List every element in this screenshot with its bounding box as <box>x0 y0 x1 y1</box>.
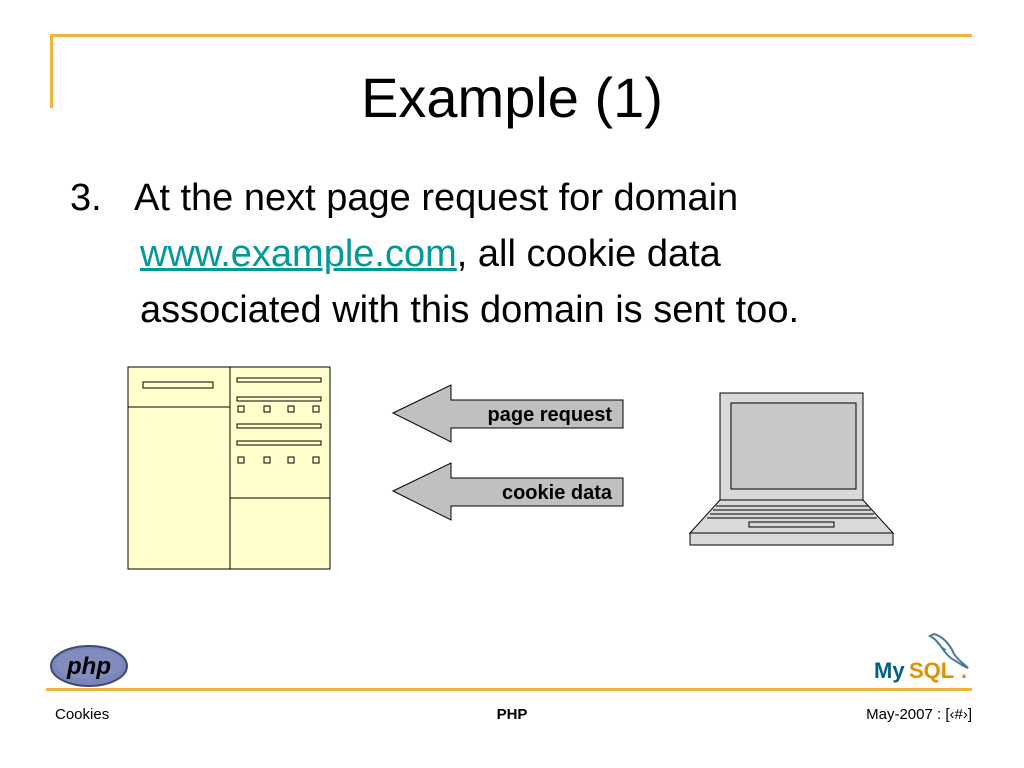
slide-title: Example (1) <box>361 66 663 129</box>
webpage-illustration <box>127 366 331 570</box>
page-request-label: page request <box>488 404 613 426</box>
title-accent-line <box>52 34 972 37</box>
footer-divider <box>46 688 972 691</box>
bullet-line-2: www.example.com, all cookie data <box>70 226 970 282</box>
svg-text:SQL: SQL <box>909 658 954 683</box>
bullet-point: 3. At the next page request for domain w… <box>70 170 970 338</box>
bullet-line-3: associated with this domain is sent too. <box>140 289 800 331</box>
svg-text:.: . <box>961 658 967 683</box>
footer-center-text: PHP <box>496 706 528 723</box>
php-logo: php <box>49 644 129 693</box>
bullet-line-1: At the next page request for domain <box>134 177 739 219</box>
cookie-data-arrow: cookie data <box>391 462 624 521</box>
svg-text:My: My <box>874 658 905 683</box>
svg-text:php: php <box>66 653 111 680</box>
footer-left-text: Cookies <box>55 706 110 723</box>
title-accent-corner <box>50 34 53 108</box>
mysql-logo: My SQL . <box>872 632 972 689</box>
bullet-line-2-rest: , all cookie data <box>456 233 721 275</box>
domain-link[interactable]: www.example.com <box>140 233 457 275</box>
cookie-data-label: cookie data <box>502 482 613 504</box>
footer-right-text: May-2007 : [‹#›] <box>866 706 972 723</box>
bullet-number: 3. <box>70 177 102 219</box>
page-request-arrow: page request <box>391 384 624 443</box>
laptop-icon <box>688 392 895 546</box>
